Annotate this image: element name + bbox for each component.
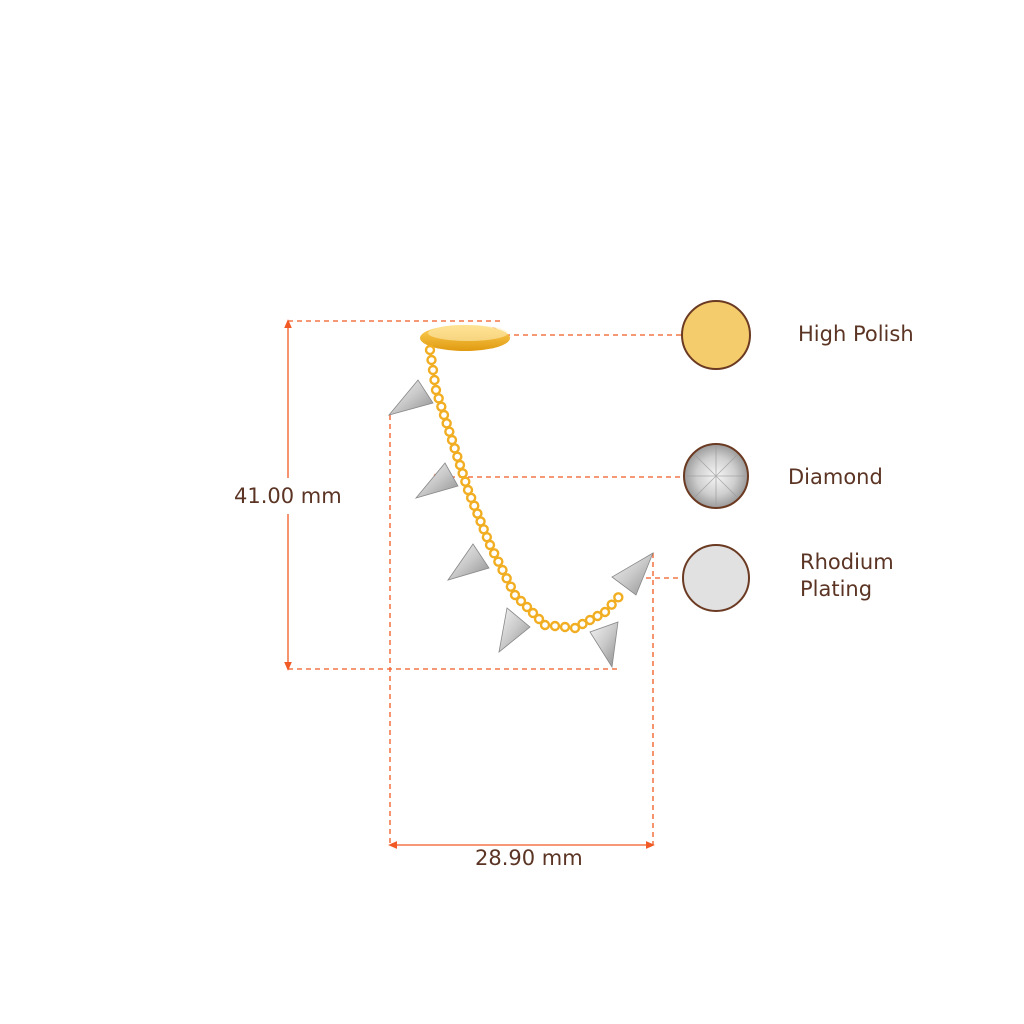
chain-link bbox=[444, 426, 455, 437]
chain-link bbox=[436, 401, 447, 412]
chain-link bbox=[592, 610, 603, 622]
rhodium-label-line2: Plating bbox=[800, 577, 873, 601]
chain-link bbox=[430, 384, 442, 396]
chain-link bbox=[433, 393, 444, 404]
chain-link bbox=[559, 621, 571, 633]
high-polish-label: High Polish bbox=[798, 322, 914, 346]
chain bbox=[424, 344, 624, 634]
chain-link bbox=[606, 599, 617, 610]
cuff-ring bbox=[420, 325, 510, 351]
chain-link bbox=[549, 620, 561, 632]
chain-link bbox=[584, 614, 596, 626]
chain-link bbox=[599, 606, 611, 618]
ear-cuff-illustration bbox=[387, 325, 654, 669]
high-polish-swatch bbox=[681, 300, 751, 370]
diamond-label: Diamond bbox=[788, 465, 883, 489]
chain-link bbox=[452, 451, 463, 462]
chain-link bbox=[577, 618, 588, 630]
triangle-charms bbox=[387, 379, 654, 669]
chain-link bbox=[509, 589, 521, 601]
chain-link bbox=[441, 418, 452, 429]
chain-link bbox=[493, 556, 504, 567]
chain-link bbox=[449, 443, 460, 454]
height-label: 41.00 mm bbox=[234, 484, 342, 508]
chain-link bbox=[533, 613, 545, 625]
chain-link bbox=[427, 364, 439, 376]
chain-link bbox=[484, 539, 496, 551]
chain-link bbox=[515, 595, 527, 607]
width-label: 28.90 mm bbox=[475, 846, 583, 870]
width-dimension bbox=[388, 415, 655, 849]
chain-link bbox=[569, 622, 581, 634]
chain-link bbox=[454, 459, 466, 471]
diamond-swatch bbox=[683, 443, 749, 509]
chain-link bbox=[429, 374, 440, 386]
leader-lines bbox=[433, 327, 683, 579]
rhodium-swatch bbox=[682, 544, 750, 612]
chain-link bbox=[527, 607, 539, 619]
rhodium-label-line1: Rhodium bbox=[800, 550, 894, 574]
chain-link bbox=[497, 564, 508, 576]
chain-link bbox=[505, 581, 517, 592]
chain-link bbox=[613, 592, 624, 603]
height-dimension bbox=[284, 319, 620, 671]
chain-link bbox=[521, 601, 533, 613]
chain-link bbox=[424, 344, 436, 356]
chain-link bbox=[446, 434, 458, 446]
chain-link bbox=[457, 468, 468, 479]
chain-link bbox=[539, 619, 551, 631]
chain-link bbox=[438, 409, 450, 421]
chain-link bbox=[460, 476, 471, 487]
chain-link bbox=[426, 354, 437, 366]
chain-link bbox=[501, 573, 512, 584]
chain-link bbox=[488, 548, 500, 559]
